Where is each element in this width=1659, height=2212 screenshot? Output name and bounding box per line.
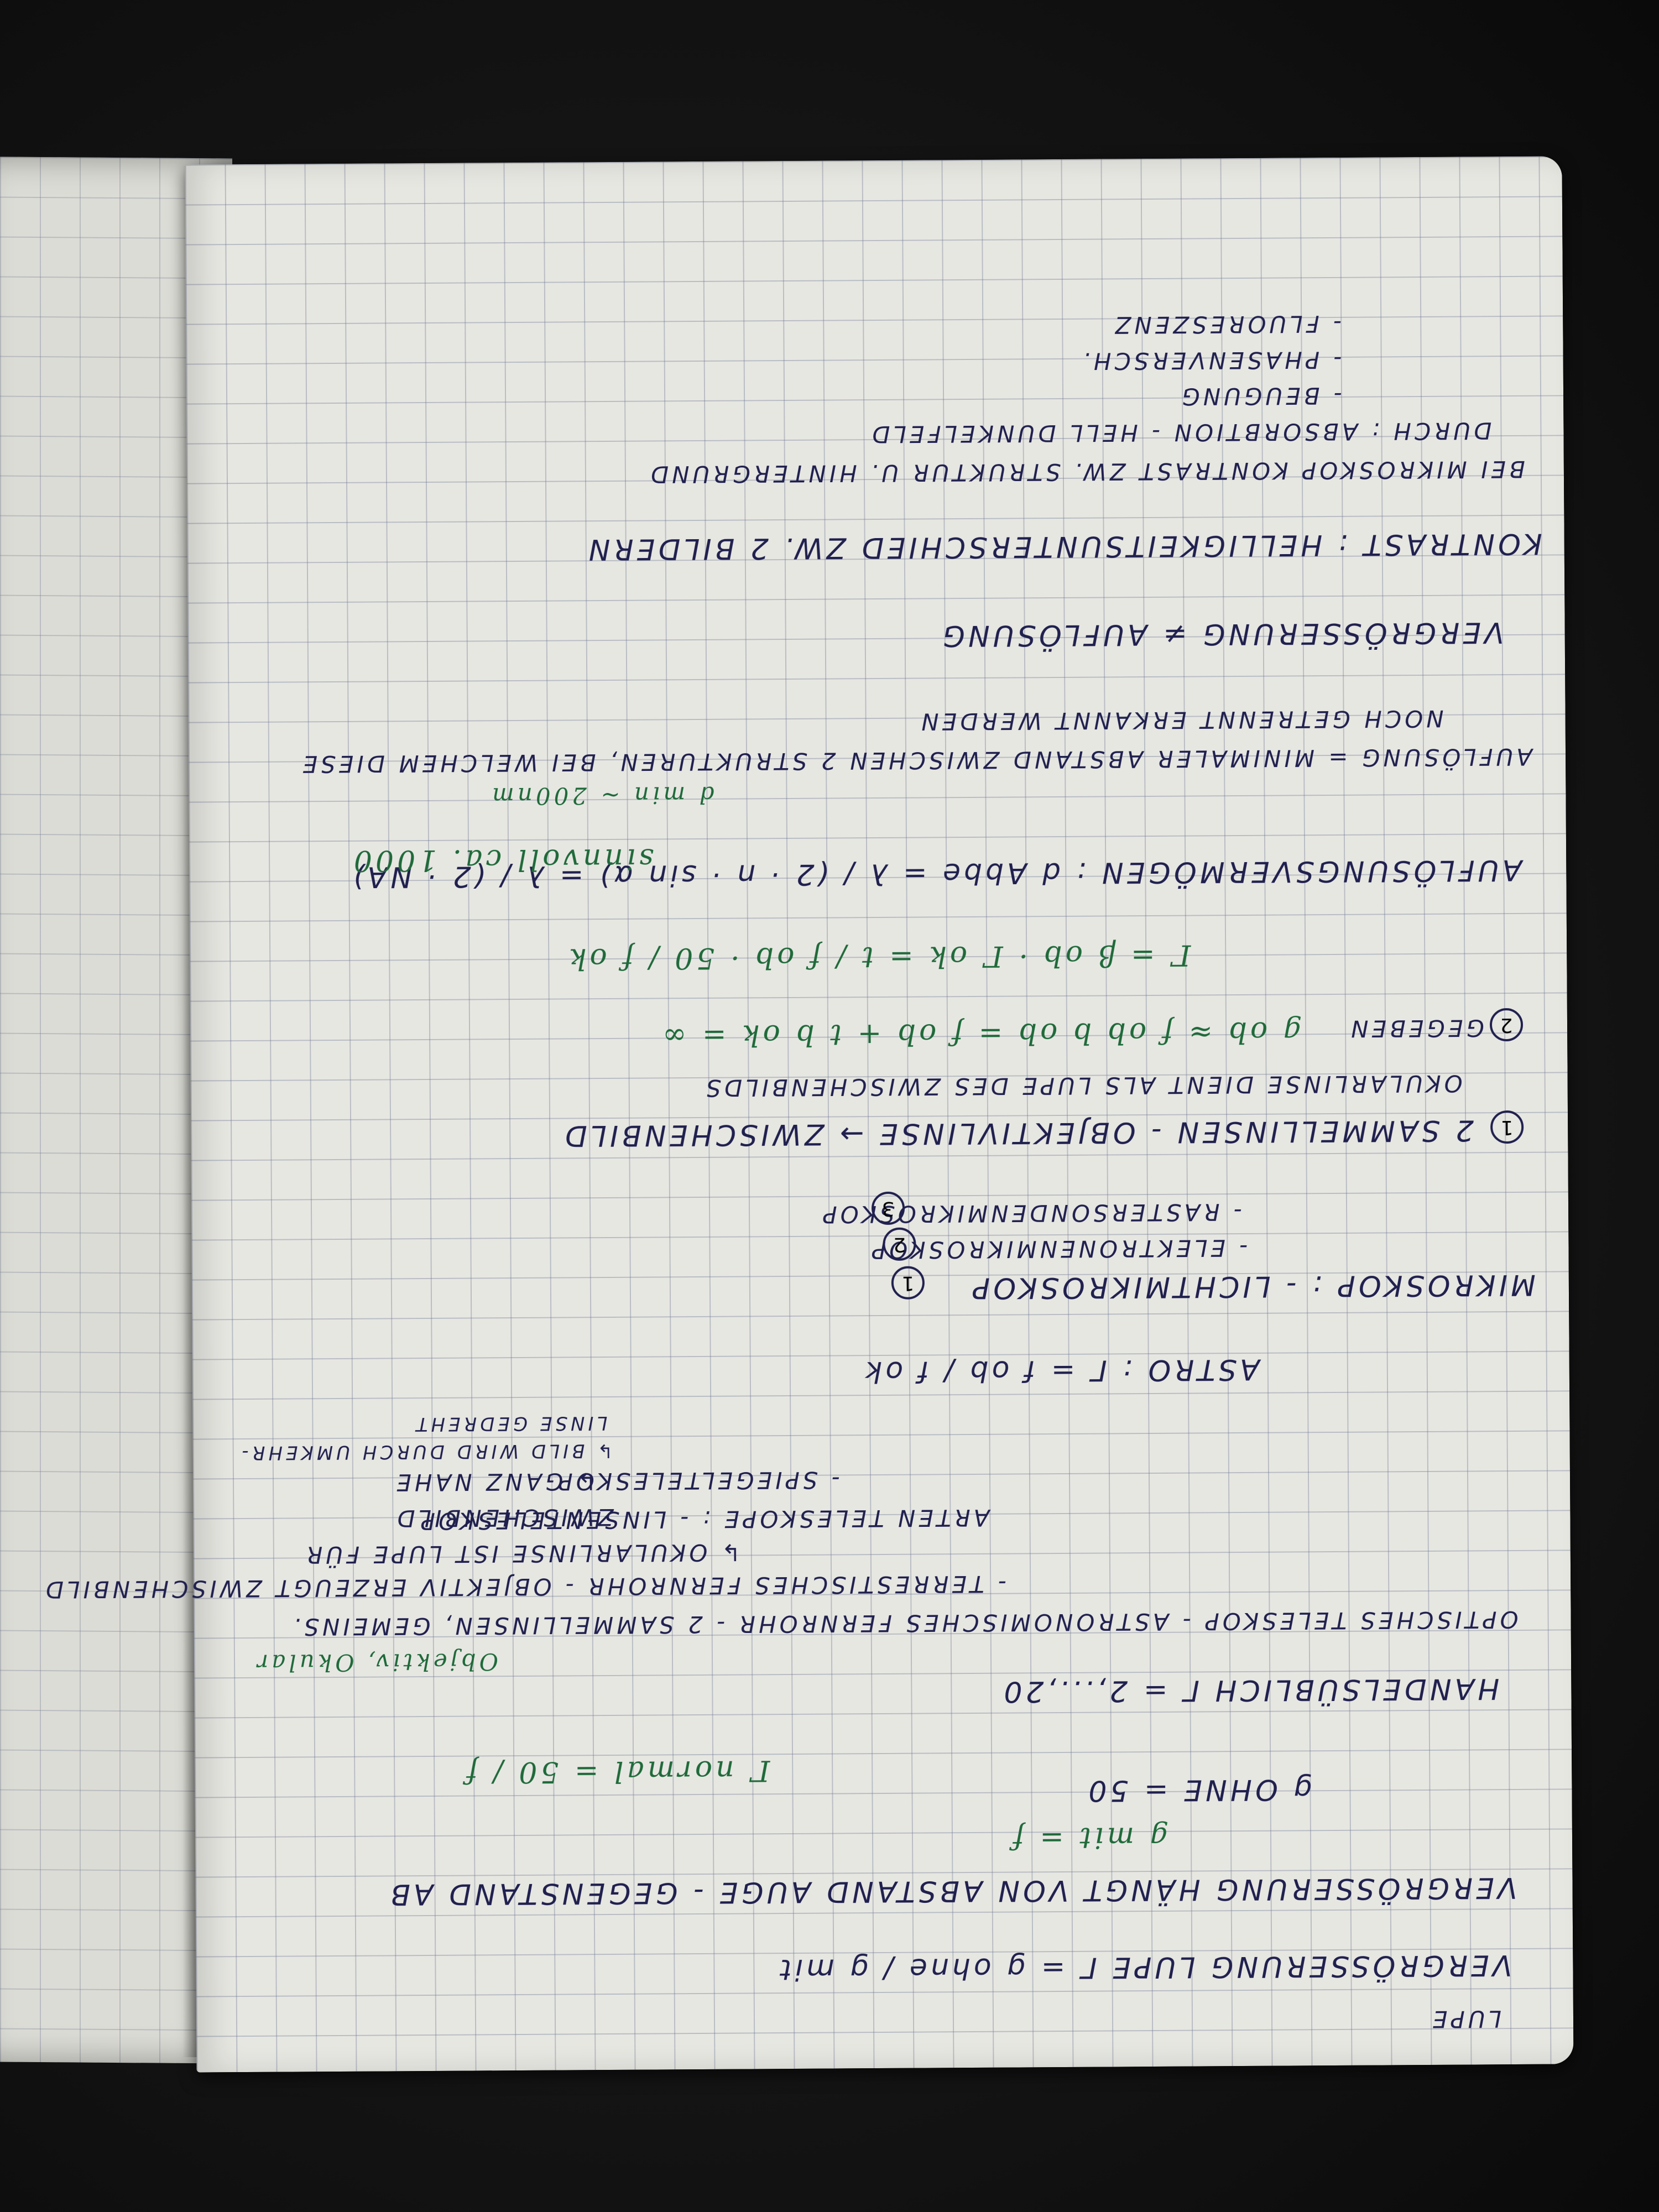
note-line: - FLUORESZENZ xyxy=(1112,310,1342,339)
note-line: HANDELSÜBLICH Γ = 2,...,20 xyxy=(1000,1672,1500,1708)
note-line: ↳ BILD WIRD DURCH UMKEHR- xyxy=(238,1439,613,1464)
note-line: LINSE GEDREHT xyxy=(413,1412,608,1436)
note-line: sinnvoll ca. 1000 xyxy=(350,842,654,877)
note-line: g OHNE = 50 xyxy=(1085,1772,1312,1807)
circled-number: 3 xyxy=(871,1191,905,1225)
note-line: Γ normal = 50 / f xyxy=(463,1754,770,1789)
note-line: AUFLÖSUNG = MINIMALER ABSTAND ZWISCHEN 2… xyxy=(299,743,1533,778)
note-line: 2 SAMMELLINSEN - OBJEKTIVLINSE → ZWISCHE… xyxy=(561,1113,1474,1152)
circled-number: 1 xyxy=(1490,1110,1524,1144)
note-line: g ob ≈ f ob b ob = f ob + t b ok = ∞ xyxy=(659,1015,1302,1052)
handwritten-notes: LUPE VERGRÖSSERUNG LUPE Γ = g ohne / g m… xyxy=(43,156,1573,2072)
note-line: - PHASENVERSCH. xyxy=(1079,346,1342,375)
note-line: ASTRO : Γ = f ob / f ok xyxy=(862,1352,1260,1389)
note-line: DURCH : ABSORBTION - HELL DUNKELFELD xyxy=(868,417,1492,448)
note-line: - TERRESTISCHES FERNROHR - OBJEKTIV ERZE… xyxy=(42,1570,1007,1604)
note-line: d min ~ 200nm xyxy=(488,781,714,810)
circled-number: 2 xyxy=(883,1227,916,1261)
note-line: GEGEBEN xyxy=(1347,1014,1485,1042)
note-line: KONTRAST : HELLIGKEITSUNTERSCHIED ZW. 2 … xyxy=(585,526,1542,566)
note-line: ZWISCHENBILD xyxy=(394,1503,614,1532)
note-line: VERGRÖSSERUNG HÄNGT VON ABSTAND AUGE - G… xyxy=(387,1870,1517,1911)
note-line: - ELEKTRONENMIKROSKOP xyxy=(868,1234,1248,1264)
note-line: - BEUGUNG xyxy=(1178,382,1343,410)
note-line: ↳ GANZ NAHE xyxy=(393,1468,597,1496)
note-line: OKULARLINSE DIENT ALS LUPE DES ZWISCHENB… xyxy=(702,1070,1463,1102)
note-line: MIKROSKOP : - LICHTMIKROSKOP xyxy=(969,1267,1536,1305)
right-notebook-page: LUPE VERGRÖSSERUNG LUPE Γ = g ohne / g m… xyxy=(43,156,1574,2073)
note-line: VERGRÖSSERUNG ≠ AUFLÖSUNG xyxy=(939,615,1504,653)
note-line: Γ = β ob · Γ ok = t / f ob · 50 / f ok xyxy=(565,938,1191,975)
note-line: LUPE xyxy=(1429,2005,1502,2033)
note-line: ↳ OKULARLINSE IST LUPE FÜR xyxy=(302,1538,741,1569)
note-line: - SPIEGELTELESKOP xyxy=(555,1466,841,1495)
note-line: OPTISCHES TELESKOP - ASTRONOMISCHES FERN… xyxy=(290,1605,1519,1641)
note-line: Objektiv, Okular xyxy=(254,1648,499,1677)
note-line: NOCH GETRENNT ERKANNT WERDEN xyxy=(918,705,1444,735)
circled-number: 1 xyxy=(891,1266,925,1300)
note-line: g mit = f xyxy=(1010,1820,1169,1855)
note-line: BEI MIKROSKOP KONTRAST ZW. STRUKTUR U. H… xyxy=(647,455,1526,488)
circled-number: 2 xyxy=(1489,1008,1524,1042)
note-line: VERGRÖSSERUNG LUPE Γ = g ohne / g mit xyxy=(777,1948,1512,1986)
